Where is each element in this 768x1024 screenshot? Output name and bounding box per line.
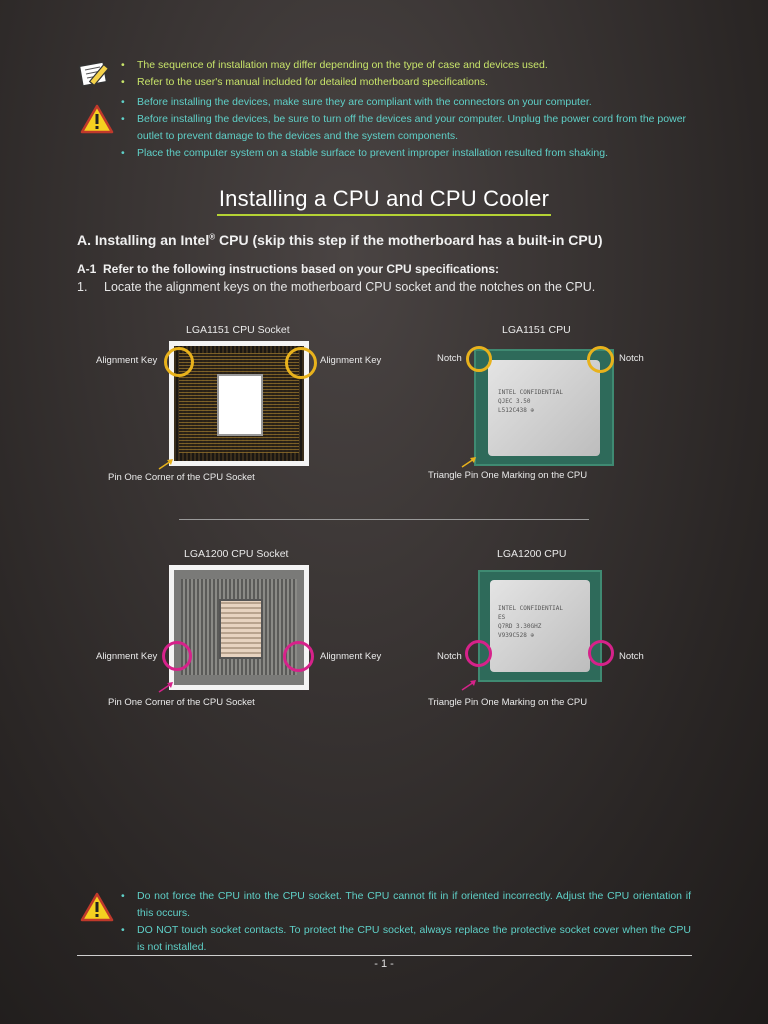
note-icon [78,58,114,92]
lga1151-ihs-line: L512C438 ⊕ [498,407,535,414]
lga1151-ihs-line: INTEL CONFIDENTIAL [498,389,564,396]
lga1200-ihs-line: ES [498,614,506,621]
section-a-heading: A. Installing an Intel® CPU (skip this s… [77,232,603,248]
lga1200-cpu-notch-ring-left [465,640,492,667]
bottom-warning-item: DO NOT touch socket contacts. To protect… [121,922,691,956]
lga1151-socket-pin-arrow-icon [158,459,173,470]
warning-item: Before installing the devices, make sure… [121,94,696,111]
lga1200-alignment-key-right-label: Alignment Key [320,651,382,662]
lga1200-socket-caption: LGA1200 CPU Socket [184,548,289,560]
lga1200-ihs-line: INTEL CONFIDENTIAL [498,605,564,612]
lga1151-notch-left-label: Notch [437,353,462,364]
pencil-note-icon [78,61,110,87]
lga1200-pin-one-cpu-label: Triangle Pin One Marking on the CPU [428,697,588,708]
lga1200-ihs-line: V939C528 ⊕ [498,632,535,639]
page-number: - 1 - [374,958,394,970]
lga1200-cpu-notch-ring-right [588,640,614,666]
lga1200-socket-image [169,565,309,690]
lga1151-socket-key-ring-right [285,347,317,379]
page-title-text: Installing a CPU and CPU Cooler [216,186,552,216]
lga1200-notch-left-label: Notch [437,651,462,662]
step-1: 1. Locate the alignment keys on the mothe… [77,280,595,294]
lga1151-socket-key-ring-left [164,347,194,377]
warnings-list: Before installing the devices, make sure… [121,94,696,162]
step-number: 1. [77,280,88,294]
step-text: Locate the alignment keys on the motherb… [104,280,596,294]
warning-icon [80,104,114,134]
lga1151-cpu-pin-arrow-icon [461,457,476,468]
lga1151-pin-one-socket-label: Pin One Corner of the CPU Socket [108,472,255,483]
note-item: The sequence of installation may differ … [121,57,701,74]
notes-list: The sequence of installation may differ … [121,57,701,91]
lga1151-cpu-caption: LGA1151 CPU [502,324,571,336]
lga1151-alignment-key-right-label: Alignment Key [320,355,382,366]
lga1151-cpu-notch-ring-left [466,346,492,372]
warning-triangle-icon [80,104,114,134]
subsection-a1-heading: A-1 Refer to the following instructions … [77,262,500,276]
section-a-prefix: A. Installing an Intel [77,232,210,248]
section-a-suffix: CPU (skip this step if the motherboard h… [215,232,603,248]
warning-item: Place the computer system on a stable su… [121,145,696,162]
note-item: Refer to the user's manual included for … [121,74,701,91]
lga1151-alignment-key-left-label: Alignment Key [96,355,158,366]
lga1200-cpu-image: INTEL CONFIDENTIAL ES Q7RD 3.30GHZ V939C… [478,570,602,682]
warning-item: Before installing the devices, be sure t… [121,111,696,145]
bottom-warnings-list: Do not force the CPU into the CPU socket… [121,888,691,956]
lga1151-notch-right-label: Notch [619,353,644,364]
bottom-warning-item: Do not force the CPU into the CPU socket… [121,888,691,922]
lga1151-socket-caption: LGA1151 CPU Socket [186,324,290,336]
page-title: Installing a CPU and CPU Cooler [0,186,768,216]
lga1200-ihs-line: Q7RD 3.30GHZ [498,623,542,630]
bottom-warning-icon [80,892,114,922]
lga1200-pin-one-socket-label: Pin One Corner of the CPU Socket [108,697,255,708]
section-divider [179,519,589,520]
lga1200-socket-key-ring-left [162,641,192,671]
registered-mark: ® [209,232,216,242]
lga1200-cpu-caption: LGA1200 CPU [497,548,567,560]
lga1200-cpu-pin-arrow-icon [461,680,476,691]
lga1151-pin-one-cpu-label: Triangle Pin One Marking on the CPU [428,470,588,481]
lga1200-socket-pin-arrow-icon [158,682,173,693]
lga1200-alignment-key-left-label: Alignment Key [96,651,158,662]
lga1151-ihs-line: QJEC 3.50 [498,398,531,405]
lga1151-cpu-notch-ring-right [587,346,614,373]
footer-rule [77,955,692,956]
lga1200-notch-right-label: Notch [619,651,644,662]
lga1200-socket-key-ring-right [283,641,314,672]
warning-triangle-icon [80,892,114,922]
